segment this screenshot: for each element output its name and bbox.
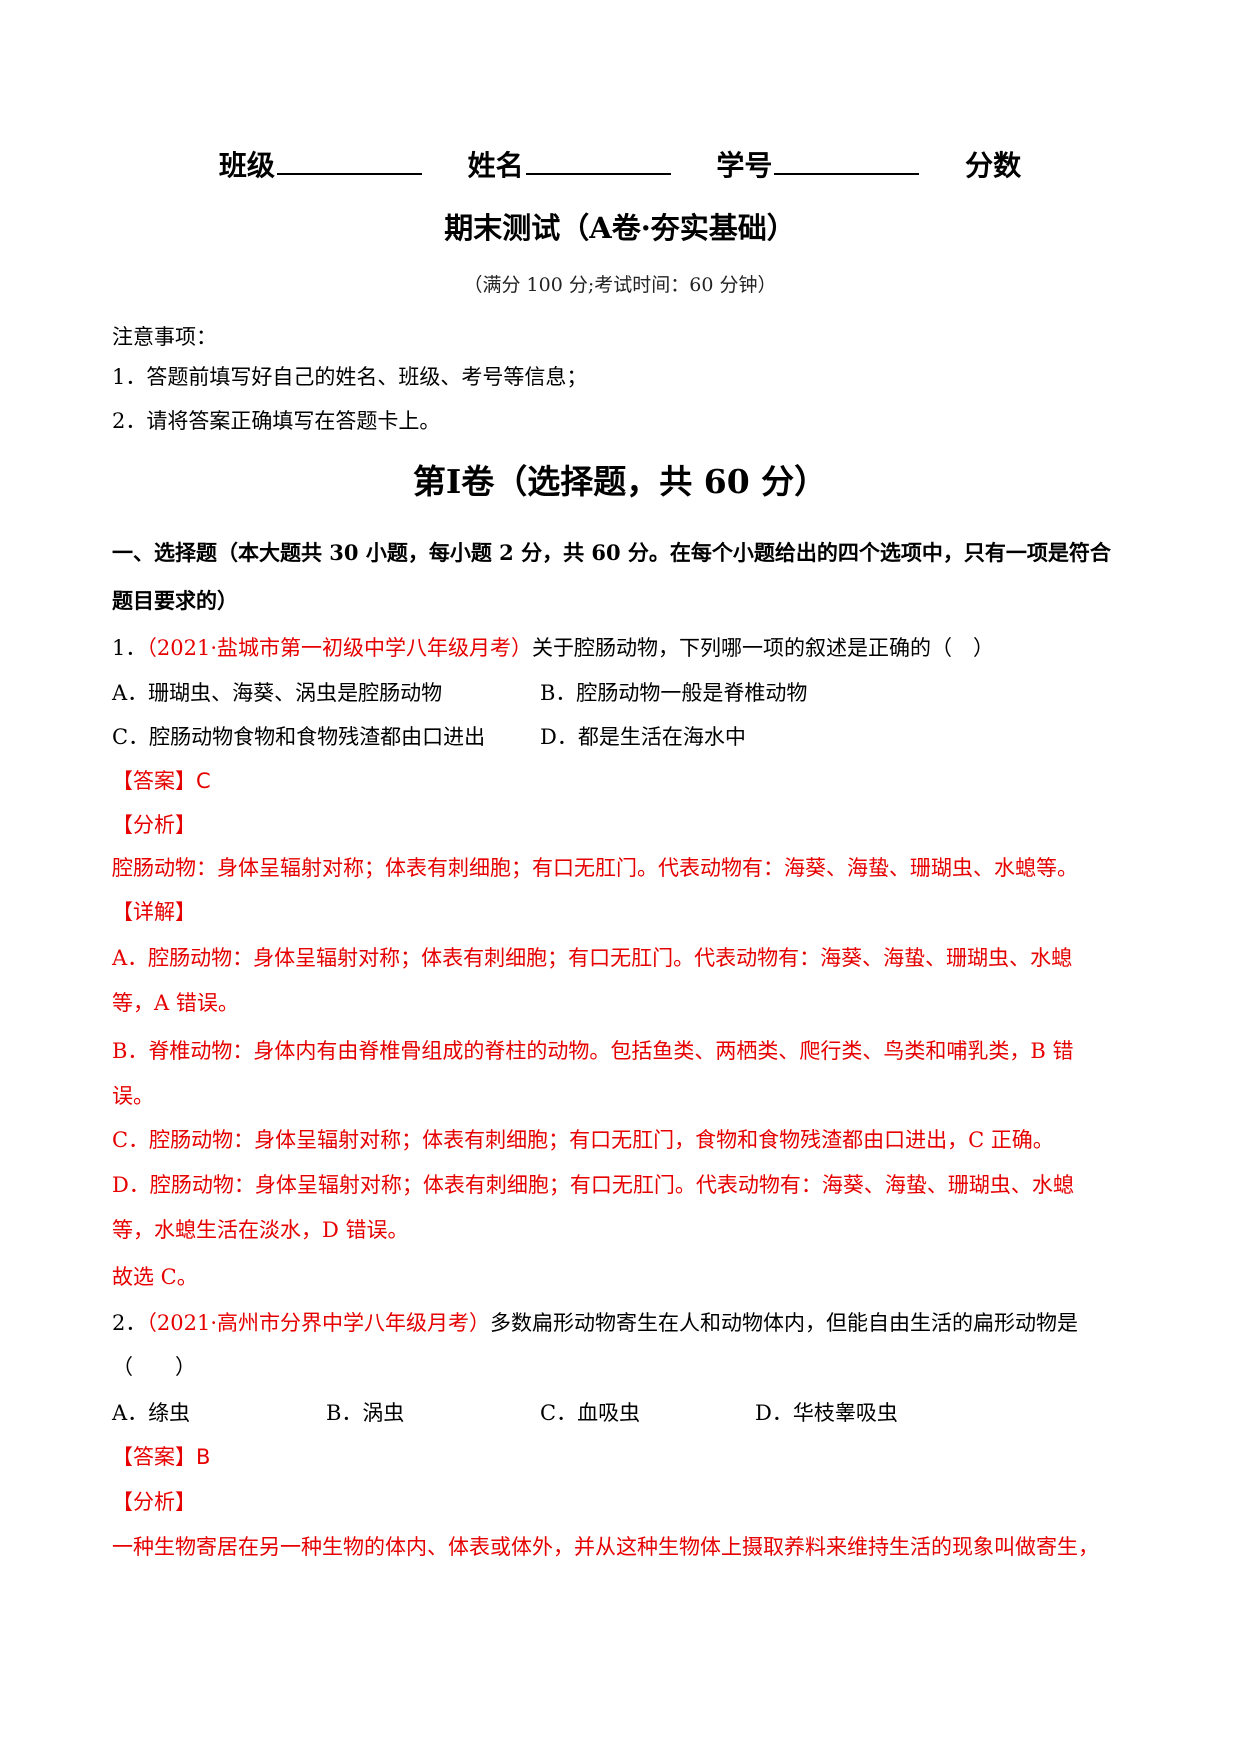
question-1-detail-a-line-1: A．腔肠动物：身体呈辐射对称；体表有刺细胞；有口无肛门。代表动物有：海葵、海蛰、…: [112, 946, 1073, 970]
question-2-blank: （ ）: [112, 1355, 196, 1379]
question-1-answer-value: C: [196, 769, 211, 793]
class-field: 班级: [219, 146, 422, 186]
question-1-detail-b-line-2: 误。: [112, 1084, 154, 1108]
question-1-analysis-label: 【分析】: [112, 813, 196, 837]
notice-item-1: 1．答题前填写好自己的姓名、班级、考号等信息；: [112, 365, 588, 389]
question-1-analysis: 腔肠动物：身体呈辐射对称；体表有刺细胞；有口无肛门。代表动物有：海葵、海蛰、珊瑚…: [112, 856, 1078, 880]
part-heading-line-1: 一、选择题（本大题共 30 小题，每小题 2 分，共 60 分。在每个小题给出的…: [112, 540, 1111, 565]
question-2-option-c: C．血吸虫: [540, 1401, 641, 1425]
question-1-answer: 【答案】C: [112, 769, 211, 793]
question-2-analysis-label: 【分析】: [112, 1490, 196, 1514]
name-field: 姓名: [468, 146, 671, 186]
exam-title: 期末测试（A卷·夯实基础）: [444, 211, 796, 245]
question-1-detail-a-line-2: 等，A 错误。: [112, 991, 239, 1015]
question-1-option-c: C．腔肠动物食物和食物残渣都由口进出: [112, 725, 486, 749]
question-2-answer-value: B: [196, 1445, 211, 1469]
question-1-detail-b-line-1: B．脊椎动物：身体内有由脊椎骨组成的脊柱的动物。包括鱼类、两栖类、爬行类、鸟类和…: [112, 1039, 1074, 1063]
question-1-detail-label: 【详解】: [112, 900, 196, 924]
header-fields: 班级 姓名 学号 分数: [0, 146, 1240, 186]
question-2-source: （2021·高州市分界中学八年级月考）: [146, 1311, 490, 1335]
question-1-option-b: B．腔肠动物一般是脊椎动物: [540, 681, 808, 705]
question-2-answer: 【答案】B: [112, 1445, 211, 1469]
question-1-source: （2021·盐城市第一初级中学八年级月考）: [146, 636, 532, 660]
part-heading-line-2: 题目要求的）: [112, 588, 238, 613]
question-1-number: 1．: [112, 636, 147, 660]
notice-item-2: 2．请将答案正确填写在答题卡上。: [112, 409, 441, 433]
question-1-option-a: A．珊瑚虫、海葵、涡虫是腔肠动物: [112, 681, 443, 705]
notice-heading: 注意事项：: [112, 325, 217, 349]
exam-subtitle: （满分 100 分;考试时间：60 分钟）: [463, 274, 777, 296]
class-blank: [276, 147, 422, 175]
student-id-field: 学号: [716, 146, 920, 186]
question-2-stem: 多数扁形动物寄生在人和动物体内，但能自由生活的扁形动物是: [490, 1311, 1078, 1335]
question-1: 1．（2021·盐城市第一初级中学八年级月考）关于腔肠动物，下列哪一项的叙述是正…: [112, 633, 994, 663]
question-2-analysis: 一种生物寄居在另一种生物的体内、体表或体外，并从这种生物体上摄取养料来维持生活的…: [112, 1535, 1099, 1559]
question-1-option-d: D．都是生活在海水中: [540, 725, 746, 749]
name-blank: [525, 147, 671, 175]
question-2-option-a: A．绦虫: [112, 1401, 191, 1425]
student-id-blank: [774, 147, 920, 175]
question-1-detail-c: C．腔肠动物：身体呈辐射对称；体表有刺细胞；有口无肛门，食物和食物残渣都由口进出…: [112, 1128, 1054, 1152]
question-1-detail-d-line-1: D．腔肠动物：身体呈辐射对称；体表有刺细胞；有口无肛门。代表动物有：海葵、海蛰、…: [112, 1173, 1074, 1197]
section-title: 第Ⅰ卷（选择题，共 60 分）: [412, 462, 828, 501]
question-2: 2．（2021·高州市分界中学八年级月考）多数扁形动物寄生在人和动物体内，但能自…: [112, 1308, 1078, 1338]
question-2-number: 2．: [112, 1311, 147, 1335]
question-2-option-b: B．涡虫: [326, 1401, 405, 1425]
question-1-detail-d-line-2: 等，水螅生活在淡水，D 错误。: [112, 1218, 409, 1242]
question-1-conclusion: 故选 C。: [112, 1265, 198, 1289]
question-1-stem: 关于腔肠动物，下列哪一项的叙述是正确的（ ）: [532, 636, 994, 660]
score-field: 分数: [965, 149, 1022, 182]
question-2-option-d: D．华枝睾吸虫: [755, 1401, 898, 1425]
